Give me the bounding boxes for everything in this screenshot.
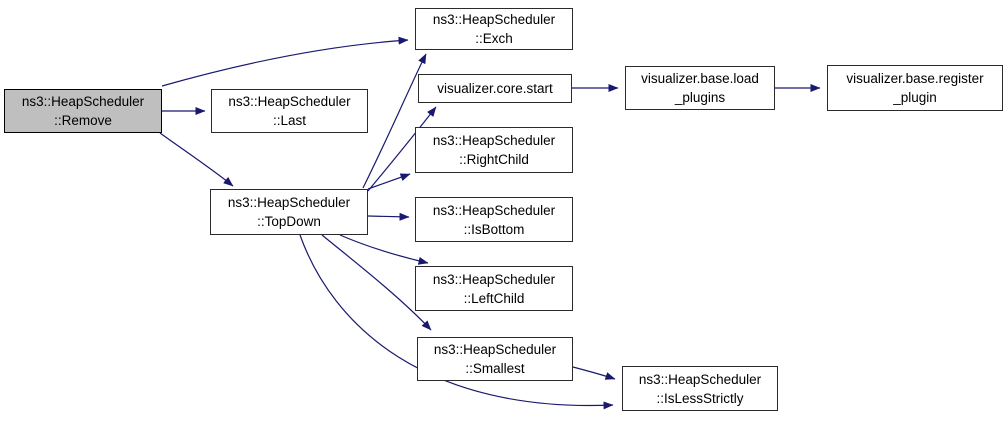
node-register-plugin[interactable]: visualizer.base.register _plugin: [827, 65, 1003, 111]
node-label-line: visualizer.base.register: [846, 71, 984, 86]
node-rightchild[interactable]: ns3::HeapScheduler::RightChild: [415, 127, 573, 173]
node-label-line: ns3::HeapScheduler: [432, 133, 556, 148]
node-topdown[interactable]: ns3::HeapScheduler::TopDown: [210, 189, 368, 235]
node-label-line: _plugin: [893, 90, 937, 105]
edge-topdown-to-isbottom: [367, 212, 410, 221]
edge-smallest-to-islessstrictly: [572, 366, 616, 380]
node-label-line: ns3::HeapScheduler: [432, 12, 556, 27]
node-remove: ns3::HeapScheduler::Remove: [4, 89, 162, 133]
node-label-line: visualizer.base.load: [641, 71, 759, 86]
edge-topdown-to-rightchild: [367, 173, 411, 190]
edge-remove-to-exch: [161, 36, 409, 87]
node-label-line: ns3::HeapScheduler: [638, 371, 762, 387]
node-label-line: _plugins: [674, 90, 726, 105]
node-label-line: ::IsBottom: [463, 221, 525, 237]
node-label-line: ::IsLessStrictly: [656, 390, 744, 406]
node-smallest[interactable]: ns3::HeapScheduler::Smallest: [417, 337, 573, 381]
node-start[interactable]: visualizer.core.start: [418, 74, 572, 103]
node-load-plugins[interactable]: visualizer.base.load _plugins: [625, 66, 775, 110]
node-label-line: ns3::HeapScheduler: [21, 94, 145, 109]
node-last[interactable]: ns3::HeapScheduler::Last: [211, 89, 368, 133]
node-label-line: ::Last: [272, 113, 307, 128]
node-label-line: ns3::HeapScheduler: [433, 342, 557, 357]
edge-remove-to-topdown: [159, 132, 234, 187]
node-label-line: ::TopDown: [257, 214, 321, 229]
node-label-line: ns3::HeapScheduler: [432, 202, 556, 218]
node-leftchild[interactable]: ns3::HeapScheduler::LeftChild: [415, 266, 573, 311]
node-label-line: ns3::HeapScheduler: [228, 94, 351, 109]
node-label-line: ns3::HeapScheduler: [227, 195, 351, 210]
node-isbottom[interactable]: ns3::HeapScheduler::IsBottom: [415, 197, 573, 242]
node-label-line: ::Exch: [475, 31, 513, 46]
node-label-line: ns3::HeapScheduler: [432, 271, 556, 287]
node-exch[interactable]: ns3::HeapScheduler::Exch: [415, 8, 573, 50]
node-label-line: ::Smallest: [465, 361, 525, 376]
node-label-line: ::LeftChild: [463, 290, 525, 306]
node-label-line: visualizer.core.start: [437, 81, 553, 96]
node-label-line: ::RightChild: [459, 152, 529, 167]
node-label-line: ::Remove: [54, 113, 112, 128]
node-islessstrictly[interactable]: ns3::HeapScheduler::IsLessStrictly: [622, 366, 778, 411]
